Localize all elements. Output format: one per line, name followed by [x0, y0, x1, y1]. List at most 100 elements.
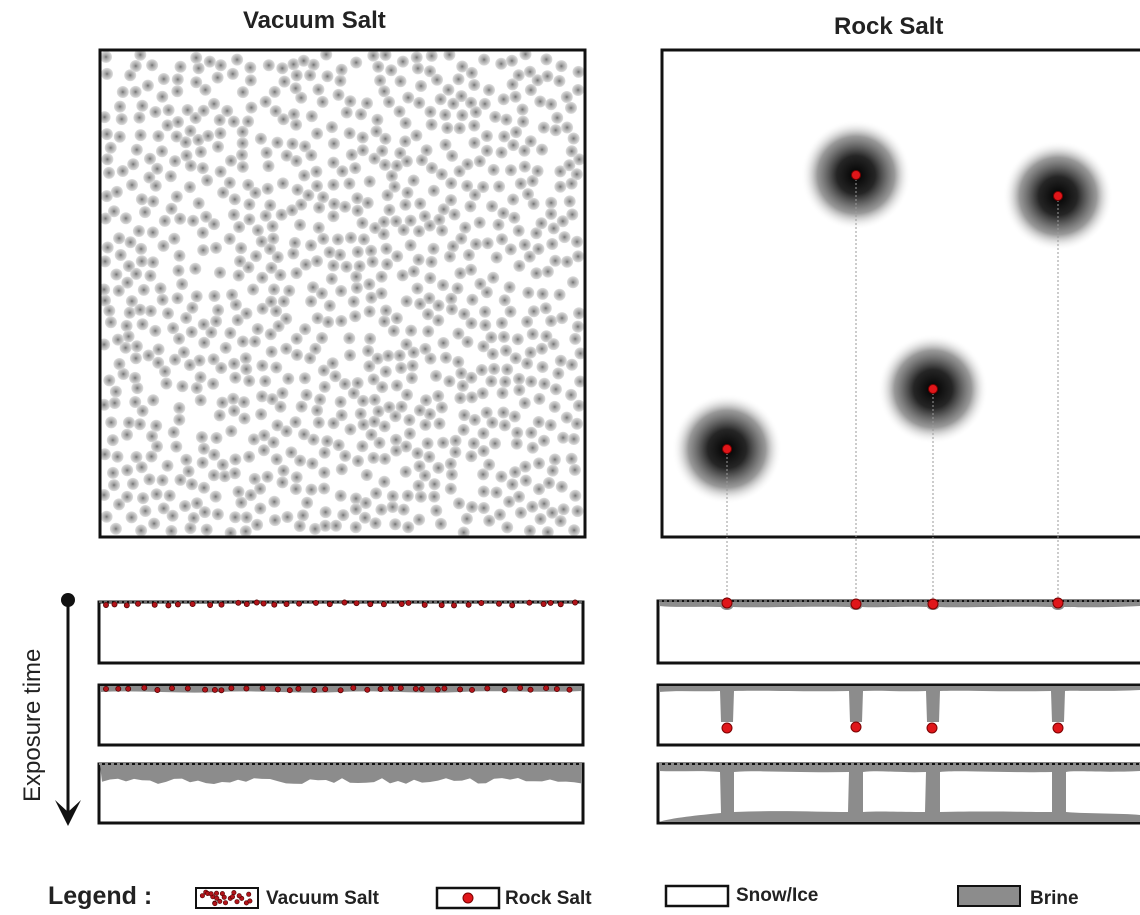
vacuum-salt-grain [445, 292, 458, 305]
vacuum-salt-grain [411, 62, 424, 75]
vacuum-salt-grain [501, 687, 508, 694]
vacuum-salt-surface-grains [103, 684, 573, 694]
vacuum-salt-grain [125, 295, 138, 308]
vacuum-salt-grain [571, 505, 584, 518]
vacuum-salt-grain [465, 317, 478, 330]
vacuum-salt-grain [427, 184, 440, 197]
legend-snow-ice-swatch [664, 884, 730, 908]
brine-layer [100, 765, 582, 784]
vacuum-salt-grain [173, 413, 186, 426]
vacuum-salt-grain [144, 152, 156, 165]
vacuum-salt-grain [116, 86, 129, 98]
vacuum-salt-grain [509, 352, 522, 365]
vacuum-salt-grain [103, 374, 116, 387]
vacuum-salt-grain [311, 180, 323, 192]
vacuum-salt-grain [538, 497, 551, 510]
vacuum-salt-grain [458, 308, 471, 320]
vacuum-salt-grain [356, 217, 369, 229]
vacuum-salt-grain [363, 175, 376, 188]
vacuum-salt-grain [425, 162, 438, 174]
vacuum-salt-grain [278, 75, 291, 88]
vacuum-salt-grain [364, 332, 377, 345]
vacuum-salt-grain [218, 687, 225, 694]
vacuum-salt-grain [439, 108, 452, 121]
vacuum-salt-grain [270, 305, 283, 318]
vacuum-salt-grain [356, 144, 369, 157]
vacuum-salt-grain [327, 417, 340, 430]
legend-rock-salt-swatch [435, 886, 501, 910]
rock-salt-title: Rock Salt [834, 13, 944, 40]
vacuum-salt-grain [189, 262, 202, 275]
vacuum-salt-grain [207, 469, 220, 482]
vacuum-salt-grain [383, 203, 396, 216]
vacuum-salt-grain [566, 208, 579, 221]
vacuum-salt-grain [157, 502, 170, 515]
vacuum-salt-grain [243, 374, 256, 387]
vacuum-salt-grain [571, 417, 583, 430]
vacuum-salt-grain [258, 429, 271, 442]
vacuum-salt-grain [130, 340, 143, 353]
vacuum-salt-grain [167, 322, 180, 335]
vacuum-salt-grain [524, 135, 537, 148]
vacuum-salt-grain [501, 521, 514, 534]
vacuum-salt-grain [465, 450, 478, 463]
vacuum-salt-grain [566, 686, 573, 693]
vacuum-salt-grain [498, 294, 511, 307]
vacuum-salt-grain [100, 489, 110, 501]
vacuum-salt-grain [290, 118, 303, 131]
vacuum-salt-grain [251, 323, 264, 335]
vacuum-salt-grain [478, 97, 491, 110]
vacuum-salt-grain [391, 250, 404, 263]
vacuum-salt-grain [236, 335, 249, 348]
vacuum-salt-grain [444, 457, 457, 470]
vacuum-salt-grain [477, 445, 490, 457]
vacuum-salt-grain [336, 165, 349, 178]
vacuum-salt-grain [229, 298, 242, 311]
vacuum-salt-grain [215, 362, 228, 374]
vacuum-salt-grain [317, 364, 330, 377]
vacuum-salt-grain [265, 295, 278, 308]
exposure-time-arrow [55, 593, 81, 826]
vacuum-salt-grain [554, 165, 567, 178]
vacuum-salt-grain [295, 198, 308, 211]
vacuum-salt-grain [453, 497, 465, 510]
vacuum-salt-grain [456, 109, 469, 122]
vacuum-salt-grain [298, 372, 311, 385]
vacuum-salt-grain [213, 114, 226, 126]
vacuum-salt-grain [428, 478, 441, 491]
vacuum-salt-grain [507, 193, 520, 206]
vacuum-salt-grain [225, 425, 238, 438]
arrow-head [55, 800, 81, 826]
vacuum-salt-grain [253, 599, 260, 606]
vacuum-salt-grain [572, 399, 585, 412]
vacuum-salt-grain [243, 198, 256, 211]
vacuum-salt-grain [156, 474, 169, 487]
vacuum-salt-grain [238, 412, 251, 425]
vacuum-salt-grain [266, 393, 279, 406]
vacuum-salt-grain [317, 191, 330, 204]
vacuum-salt-grain [565, 452, 578, 465]
vacuum-salt-grain [111, 450, 124, 463]
rock-salt-grains-top [722, 170, 1063, 454]
vacuum-salt-grain [322, 316, 335, 328]
vacuum-salt-grain [570, 168, 583, 181]
vacuum-salt-grain [243, 685, 250, 692]
vacuum-salt-grain [290, 332, 303, 345]
vacuum-salt-grain [295, 400, 308, 413]
vacuum-salt-grain [522, 286, 535, 299]
vacuum-salt-grain [454, 267, 467, 280]
vacuum-salt-grain [169, 353, 181, 366]
vacuum-salt-grain [390, 159, 403, 172]
vacuum-salt-grain [488, 362, 501, 375]
vacuum-salt-grain [121, 428, 133, 441]
vacuum-salt-grain [434, 93, 447, 106]
vacuum-salt-grain [156, 293, 169, 306]
vacuum-salt-grain [194, 394, 207, 407]
vacuum-salt-grain [274, 269, 287, 281]
vacuum-salt-grain [107, 466, 119, 479]
vacuum-salt-grain [405, 324, 418, 337]
vacuum-salt-grain [399, 465, 412, 478]
vacuum-salt-grain [546, 506, 559, 519]
vacuum-salt-grain [197, 318, 210, 331]
